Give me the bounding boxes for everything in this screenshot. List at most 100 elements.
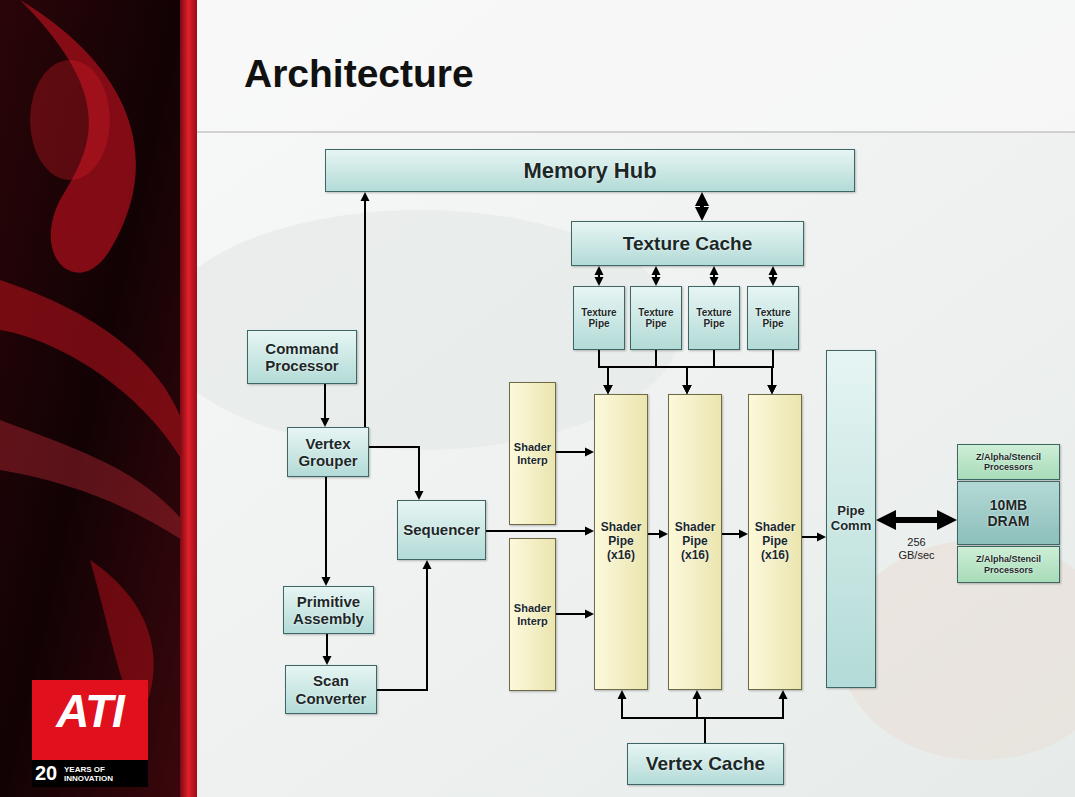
arrow-head xyxy=(683,385,692,394)
arrow-head xyxy=(695,207,709,221)
connector-arrow xyxy=(324,384,326,420)
block-label: Shader Interp xyxy=(512,602,553,627)
arrow-head xyxy=(652,277,661,286)
connector-arrow xyxy=(556,613,587,615)
connector-arrow xyxy=(705,697,783,743)
arrow-head xyxy=(652,266,661,275)
block-label: Texture Pipe xyxy=(750,307,796,330)
connector-arrow xyxy=(722,533,741,535)
block-label: Shader Interp xyxy=(512,441,553,466)
connector-arrow xyxy=(656,350,772,387)
connector-arrow xyxy=(608,350,773,387)
block-box: Scan Converter xyxy=(285,665,377,714)
block-box: Texture Cache xyxy=(571,221,804,266)
connector-arrow xyxy=(802,536,819,538)
block-box: Pipe Comm xyxy=(826,350,876,688)
block-box: 10MB DRAM xyxy=(957,481,1060,545)
connector-arrow xyxy=(326,634,328,658)
arrow-head xyxy=(595,266,604,275)
arrow-head xyxy=(585,610,594,619)
arrow-head xyxy=(779,690,788,699)
arrow-head xyxy=(876,510,896,530)
arrow-head xyxy=(322,577,331,586)
logo-caption: 20 xyxy=(35,762,57,785)
arrow-head xyxy=(323,656,332,665)
arrow-head xyxy=(769,266,778,275)
connector-arrow xyxy=(772,350,773,387)
block-box: Memory Hub xyxy=(325,149,855,192)
arrow-head xyxy=(768,385,777,394)
block-label: Texture Pipe xyxy=(576,307,622,330)
arrow-head xyxy=(739,530,748,539)
block-label: 10MB DRAM xyxy=(979,497,1039,529)
connector-arrow xyxy=(325,477,327,579)
block-label: Texture Cache xyxy=(574,233,801,255)
block-box: Texture Pipe xyxy=(573,286,625,350)
connector-arrow xyxy=(377,567,427,690)
arrow-head xyxy=(769,277,778,286)
arrow-head xyxy=(768,385,777,394)
connector-arrow xyxy=(364,199,366,427)
block-label: Vertex Grouper xyxy=(290,435,366,470)
block-box: Z/Alpha/Stencil Processors xyxy=(957,444,1060,480)
block-box: Shader Pipe (x16) xyxy=(594,394,648,690)
arrow-head xyxy=(683,385,692,394)
arrow-head xyxy=(710,277,719,286)
block-box: Texture Pipe xyxy=(630,286,682,350)
block-label: Command Processor xyxy=(250,340,354,375)
connector-arrow xyxy=(714,350,772,387)
block-label: Shader Pipe (x16) xyxy=(671,521,719,562)
block-label: Vertex Cache xyxy=(630,753,781,775)
block-box: Shader Pipe (x16) xyxy=(748,394,802,690)
arrow-head xyxy=(693,690,702,699)
arrow-head xyxy=(604,385,613,394)
block-box: Shader Pipe (x16) xyxy=(668,394,722,690)
connector-arrow xyxy=(891,517,942,523)
arrow-head xyxy=(937,510,957,530)
arrow-head xyxy=(710,266,719,275)
arrow-head xyxy=(585,448,594,457)
arrow-head xyxy=(659,530,668,539)
arrow-head xyxy=(683,385,692,394)
block-label: Scan Converter xyxy=(288,672,374,707)
connector-arrow xyxy=(608,350,656,387)
block-box: Sequencer xyxy=(397,500,486,560)
block-label: Texture Pipe xyxy=(633,307,679,330)
block-box: Shader Interp xyxy=(509,382,556,525)
slide-title: Architecture xyxy=(244,52,474,96)
arrow-head xyxy=(321,418,330,427)
connector-arrow xyxy=(656,350,687,387)
connector-arrow xyxy=(687,350,714,387)
connector-arrow xyxy=(486,530,587,532)
block-label: Shader Pipe (x16) xyxy=(597,521,645,562)
arrow-head xyxy=(604,385,613,394)
arrow-head xyxy=(683,385,692,394)
block-label: Z/Alpha/Stencil Processors xyxy=(960,452,1057,473)
arrow-head xyxy=(618,690,627,699)
arrow-head xyxy=(768,385,777,394)
block-box: Vertex Cache xyxy=(627,743,784,785)
connector-arrow xyxy=(556,451,587,453)
connector-arrow xyxy=(687,350,773,387)
block-box: Primitive Assembly xyxy=(283,586,374,634)
connector-arrow xyxy=(608,350,714,387)
arrow-head xyxy=(695,192,709,206)
connector-arrow xyxy=(369,447,419,493)
block-box: Texture Pipe xyxy=(688,286,740,350)
arrow-head xyxy=(423,560,432,569)
arrow-head xyxy=(768,385,777,394)
block-label: Primitive Assembly xyxy=(286,593,371,628)
block-box: Command Processor xyxy=(247,330,357,384)
block-label: Memory Hub xyxy=(328,158,852,183)
logo-caption: YEARS OF INNOVATION xyxy=(64,765,146,783)
block-box: Vertex Grouper xyxy=(287,427,369,477)
arrow-head xyxy=(604,385,613,394)
block-label: Texture Pipe xyxy=(691,307,737,330)
block-box: Texture Pipe xyxy=(747,286,799,350)
block-label: Z/Alpha/Stencil Processors xyxy=(960,554,1057,575)
block-box: Z/Alpha/Stencil Processors xyxy=(957,546,1060,583)
connector-arrow xyxy=(622,697,705,743)
block-box: Shader Interp xyxy=(509,538,556,691)
arrow-head xyxy=(361,192,370,201)
connector-arrow xyxy=(599,350,608,387)
